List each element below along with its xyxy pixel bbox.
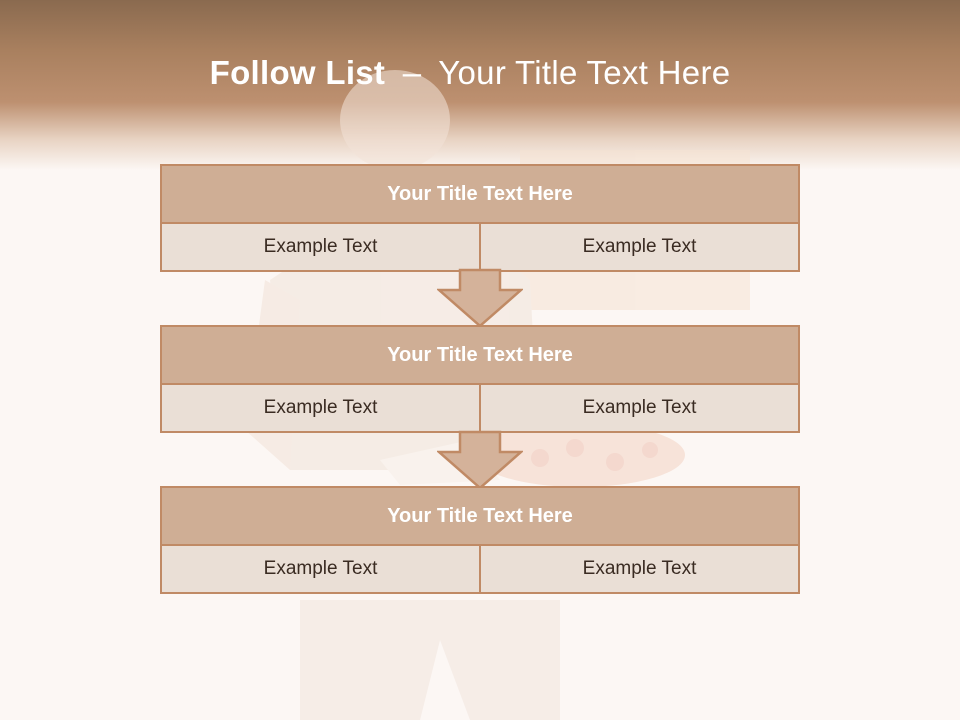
block-right-cell: Example Text — [479, 224, 798, 270]
block-row: Example Text Example Text — [162, 224, 798, 270]
block-title: Your Title Text Here — [162, 327, 798, 385]
slide-title: Follow List – Your Title Text Here — [0, 54, 940, 92]
down-arrow-icon — [437, 268, 523, 328]
block-title: Your Title Text Here — [162, 488, 798, 546]
list-block-1: Your Title Text Here Example Text Exampl… — [160, 164, 800, 272]
down-arrow-icon — [437, 430, 523, 490]
block-left-cell: Example Text — [162, 385, 479, 431]
title-dash: – — [402, 54, 422, 91]
block-left-cell: Example Text — [162, 224, 479, 270]
title-rest: Your Title Text Here — [438, 54, 731, 91]
block-row: Example Text Example Text — [162, 546, 798, 592]
header-band — [0, 0, 960, 170]
block-left-cell: Example Text — [162, 546, 479, 592]
block-right-cell: Example Text — [479, 546, 798, 592]
list-block-3: Your Title Text Here Example Text Exampl… — [160, 486, 800, 594]
block-right-cell: Example Text — [479, 385, 798, 431]
list-block-2: Your Title Text Here Example Text Exampl… — [160, 325, 800, 433]
block-row: Example Text Example Text — [162, 385, 798, 431]
title-bold-part: Follow List — [209, 54, 386, 91]
block-title: Your Title Text Here — [162, 166, 798, 224]
